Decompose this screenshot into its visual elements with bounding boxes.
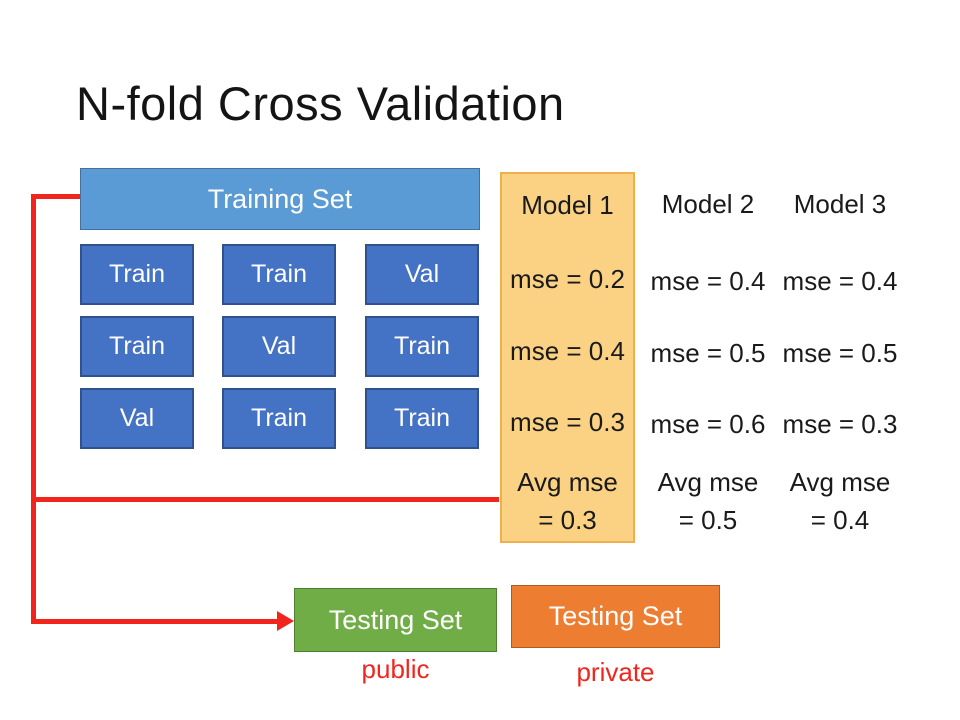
fold-cell-label: Train	[393, 332, 451, 360]
testing-set-private-label: Testing Set	[548, 601, 683, 631]
model-3-mse-3: mse = 0.3	[782, 409, 898, 439]
fold-cell: Train	[80, 316, 194, 377]
slide-title: N-fold Cross Validation	[76, 77, 565, 130]
model-1-mse-2: mse = 0.4	[510, 336, 625, 366]
fold-cell-label: Val	[261, 332, 297, 360]
fold-cell-label: Train	[250, 404, 308, 432]
model-2-mse-1: mse = 0.4	[650, 266, 766, 296]
model-1-avg-line2: = 0.3	[538, 505, 597, 535]
testing-set-public-box: Testing Set	[294, 588, 497, 652]
fold-cell: Train	[222, 244, 336, 305]
model-1-mse-1: mse = 0.2	[510, 264, 625, 294]
model-2-header: Model 2	[661, 189, 755, 219]
fold-cell: Train	[80, 244, 194, 305]
testing-set-public-label: Testing Set	[328, 604, 463, 635]
model-3-header: Model 3	[793, 189, 887, 219]
fold-cell: Train	[365, 388, 479, 449]
training-set-label: Training Set	[207, 183, 353, 214]
fold-cell-label: Train	[393, 404, 451, 432]
private-caption: private	[576, 657, 655, 687]
fold-cell-label: Val	[119, 404, 155, 432]
fold-cell-label: Train	[108, 260, 166, 288]
fold-cell: Train	[222, 388, 336, 449]
public-caption: public	[361, 654, 430, 684]
model-3-avg-line2: = 0.4	[810, 505, 870, 535]
testing-set-private-box: Testing Set	[511, 585, 720, 648]
training-set-box: Training Set	[80, 168, 480, 230]
fold-cell: Val	[222, 316, 336, 377]
arrow-head-icon	[277, 611, 294, 631]
connector-vertical-line	[31, 194, 36, 624]
model-3-mse-1: mse = 0.4	[782, 266, 898, 296]
model-1-mse-3: mse = 0.3	[510, 407, 625, 437]
fold-cell-label: Train	[250, 260, 308, 288]
connector-middle-line	[31, 497, 499, 502]
fold-cell: Train	[365, 316, 479, 377]
fold-cell: Val	[365, 244, 479, 305]
model-1-header: Model 1	[521, 190, 614, 220]
model-2-avg-line2: = 0.5	[678, 505, 738, 535]
model-2-avg-line1: Avg mse	[657, 467, 759, 497]
model-3-mse-2: mse = 0.5	[782, 338, 898, 368]
model-1-avg-line1: Avg mse	[517, 467, 618, 497]
fold-cell-label: Val	[404, 260, 440, 288]
model-1-highlight-panel	[500, 172, 635, 543]
model-3-avg-line1: Avg mse	[789, 467, 891, 497]
fold-cell: Val	[80, 388, 194, 449]
connector-bottom-line	[31, 619, 278, 624]
connector-top-line	[31, 194, 80, 199]
model-2-mse-3: mse = 0.6	[650, 409, 766, 439]
fold-cell-label: Train	[108, 332, 166, 360]
model-2-mse-2: mse = 0.5	[650, 338, 766, 368]
